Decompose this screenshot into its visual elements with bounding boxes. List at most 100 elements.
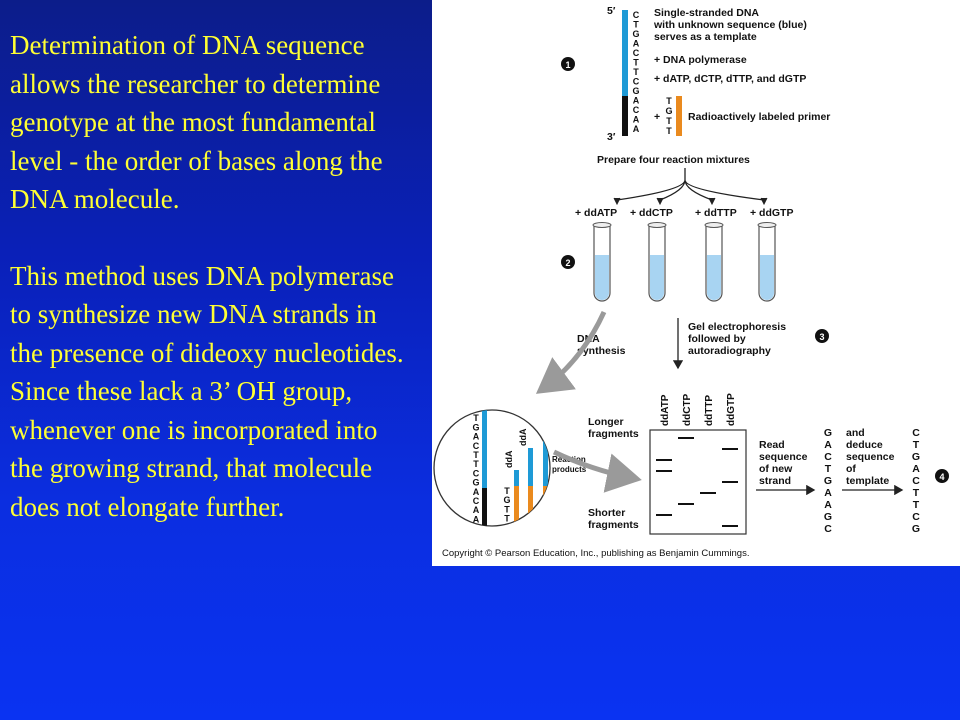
template-label-line-1: Single-stranded DNA [654, 7, 759, 19]
zoom-template-base: C [473, 441, 480, 451]
new-strand-base: C [824, 451, 832, 463]
read-label-line-2: sequence [759, 451, 808, 463]
step-3-marker [815, 329, 829, 343]
template-base: C [633, 105, 640, 115]
template-base: A [633, 124, 640, 134]
deduced-template-base: A [912, 463, 920, 475]
read-label-line-1: Read [759, 439, 785, 451]
template-base: C [633, 48, 640, 58]
template-base: T [633, 67, 639, 77]
deduced-template-base: G [912, 451, 920, 463]
gel-label-line-1: Gel electrophoresis [688, 321, 786, 333]
zoom-primer-base: G [503, 495, 510, 505]
template-strand-black [622, 96, 628, 136]
zoom-template-base: G [472, 422, 479, 432]
template-base: T [633, 58, 639, 68]
new-strand-base: G [824, 475, 832, 487]
zoom-template-base: A [473, 432, 480, 442]
gel-lane-ddatp: ddATP [660, 394, 671, 426]
method-paragraph: This method uses DNA polymerase to synth… [10, 260, 404, 522]
zoom-arrow [535, 310, 607, 394]
step-4-marker [935, 469, 949, 483]
step-2-marker [561, 255, 575, 269]
gel-lane-ddttp: ddTTP [704, 395, 715, 426]
zoom-primer-base: T [504, 486, 510, 496]
deduce-label-line-4: of [846, 463, 856, 475]
prepare-label: Prepare four reaction mixtures [597, 154, 750, 166]
zoom-template-base: T [473, 459, 479, 469]
deduced-template-base: C [912, 427, 920, 439]
zoom-template-base: G [472, 478, 479, 488]
tube-label-ddctp: + ddCTP [630, 207, 673, 219]
step-2-number: 2 [565, 258, 570, 268]
step-4-number: 4 [939, 472, 944, 482]
dna-synthesis-line-2: synthesis [577, 345, 626, 357]
new-strand-base: A [824, 439, 832, 451]
zoom-primer-base: T [504, 514, 510, 524]
new-strand-base: A [824, 499, 832, 511]
deduced-template-base: C [912, 475, 920, 487]
tube-ddgtp [757, 222, 777, 302]
zoom-template-base: T [473, 413, 479, 423]
five-prime-label: 5′ [607, 5, 616, 17]
deduced-template-base: T [913, 439, 920, 451]
primer-strand-orange [676, 96, 682, 136]
template-base: T [633, 20, 639, 30]
intro-paragraph: Determination of DNA sequence allows the… [10, 30, 383, 214]
tube-label-ddatp: + ddATP [575, 207, 617, 219]
deduced-template-base: C [912, 511, 920, 523]
primer-base: T [666, 116, 672, 126]
new-strand-base: A [824, 487, 832, 499]
plus-polymerase-label: + DNA polymerase [654, 54, 747, 66]
primer-label: Radioactively labeled primer [688, 111, 830, 123]
zoom-template-base: A [473, 514, 480, 524]
deduced-template-base: G [912, 523, 920, 535]
template-base: A [633, 39, 640, 49]
reaction-products-line-2: products [552, 465, 587, 474]
shorter-fragments-line-2: fragments [588, 519, 639, 531]
primer-base: T [666, 126, 672, 136]
template-label-line-2: with unknown sequence (blue) [653, 19, 807, 31]
tube-ddatp [592, 222, 612, 302]
new-strand-base: C [824, 523, 832, 535]
new-strand-base: T [825, 463, 832, 475]
branch-arrowheads [613, 197, 768, 206]
new-strand-base: G [824, 427, 832, 439]
deduce-label-line-3: sequence [846, 451, 895, 463]
template-base: G [632, 86, 639, 96]
deduce-label-line-1: and [846, 427, 865, 439]
deduce-label-line-2: deduce [846, 439, 883, 451]
zoom-dda-label-2: ddA [518, 428, 528, 446]
zoom-template-base: T [473, 450, 479, 460]
shorter-fragments-line-1: Shorter [588, 507, 625, 519]
gel-label-line-3: autoradiography [688, 345, 771, 357]
tube-ddctp [647, 222, 667, 302]
longer-fragments-line-2: fragments [588, 428, 639, 440]
zoom-dda-label-3: ddA [533, 408, 543, 426]
read-label-line-4: strand [759, 475, 791, 487]
deduce-label-line-5: template [846, 475, 889, 487]
zoom-dda-label-1: ddA [504, 450, 514, 468]
zoom-template-base: A [473, 505, 480, 515]
step-3-number: 3 [819, 332, 824, 342]
tube-label-ddttp: + ddTTP [695, 207, 737, 219]
template-base: A [633, 115, 640, 125]
zoom-template-base: C [473, 468, 480, 478]
longer-fragments-line-1: Longer [588, 416, 624, 428]
primer-base: G [665, 106, 672, 116]
new-strand-base: G [824, 511, 832, 523]
template-strand-blue [622, 10, 628, 96]
read-label-line-3: of new [759, 463, 793, 475]
template-label-line-3: serves as a template [654, 31, 757, 43]
deduced-template-base: T [913, 499, 920, 511]
gel-label-line-2: followed by [688, 333, 746, 345]
deduced-template-base: T [913, 487, 920, 499]
tube-ddttp [704, 222, 724, 302]
template-base: C [633, 10, 640, 20]
three-prime-label: 3′ [607, 131, 616, 143]
template-base: G [632, 29, 639, 39]
